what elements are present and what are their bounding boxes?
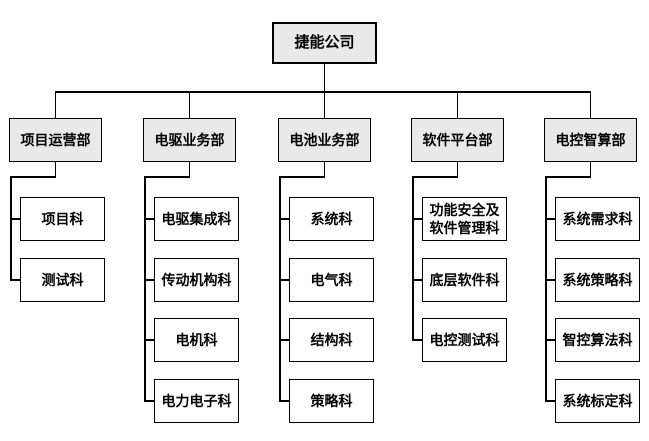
org-node-section[interactable]: 策略科	[289, 379, 374, 423]
org-node-department[interactable]: 项目运营部	[9, 118, 102, 162]
connector-line	[323, 91, 326, 119]
org-node-section[interactable]: 电控测试科	[422, 318, 507, 362]
connector-line	[545, 400, 556, 402]
connector-line	[54, 91, 57, 119]
connector-line	[10, 176, 12, 281]
org-node-section[interactable]: 电机科	[154, 318, 239, 362]
connector-line	[188, 91, 191, 119]
connector-line	[54, 91, 592, 93]
org-node-section[interactable]: 系统标定科	[555, 379, 640, 423]
connector-line	[144, 176, 146, 402]
connector-line	[456, 91, 459, 119]
connector-line	[54, 161, 57, 178]
org-node-section[interactable]: 功能安全及 软件管理科	[422, 197, 507, 241]
org-node-section[interactable]: 结构科	[289, 318, 374, 362]
connector-line	[279, 176, 281, 402]
connector-line	[10, 176, 57, 178]
org-node-department[interactable]: 电驱业务部	[143, 118, 236, 162]
connector-line	[144, 279, 155, 281]
org-node-department[interactable]: 软件平台部	[411, 118, 504, 162]
org-node-department[interactable]: 电池业务部	[278, 118, 371, 162]
connector-line	[545, 279, 556, 281]
connector-line	[412, 176, 414, 341]
connector-line	[144, 339, 155, 341]
connector-line	[279, 218, 290, 220]
connector-line	[545, 176, 592, 178]
org-node-section[interactable]: 电驱集成科	[154, 197, 239, 241]
org-node-section[interactable]: 测试科	[20, 258, 105, 302]
connector-line	[144, 176, 191, 178]
connector-line	[412, 279, 423, 281]
connector-line	[10, 279, 21, 281]
connector-line	[10, 218, 21, 220]
connector-line	[279, 176, 326, 178]
connector-line	[412, 176, 459, 178]
connector-line	[279, 400, 290, 402]
connector-line	[144, 400, 155, 402]
org-node-section[interactable]: 智控算法科	[555, 318, 640, 362]
org-node-section[interactable]: 系统科	[289, 197, 374, 241]
org-node-section[interactable]: 项目科	[20, 197, 105, 241]
connector-line	[323, 161, 326, 178]
connector-line	[545, 218, 556, 220]
org-node-department[interactable]: 电控智算部	[544, 118, 637, 162]
connector-line	[589, 161, 592, 178]
org-node-root[interactable]: 捷能公司	[272, 22, 377, 64]
connector-line	[545, 339, 556, 341]
connector-line	[188, 161, 191, 178]
org-node-section[interactable]: 系统需求科	[555, 197, 640, 241]
org-node-section[interactable]: 电气科	[289, 258, 374, 302]
connector-line	[412, 218, 423, 220]
connector-line	[279, 339, 290, 341]
connector-line	[279, 279, 290, 281]
org-node-section[interactable]: 系统策略科	[555, 258, 640, 302]
org-node-section[interactable]: 传动机构科	[154, 258, 239, 302]
connector-line	[412, 339, 423, 341]
connector-line	[323, 63, 326, 93]
connector-line	[545, 176, 547, 402]
connector-line	[456, 161, 459, 178]
org-node-section[interactable]: 底层软件科	[422, 258, 507, 302]
connector-line	[589, 91, 592, 119]
org-node-section[interactable]: 电力电子科	[154, 379, 239, 423]
connector-line	[144, 218, 155, 220]
